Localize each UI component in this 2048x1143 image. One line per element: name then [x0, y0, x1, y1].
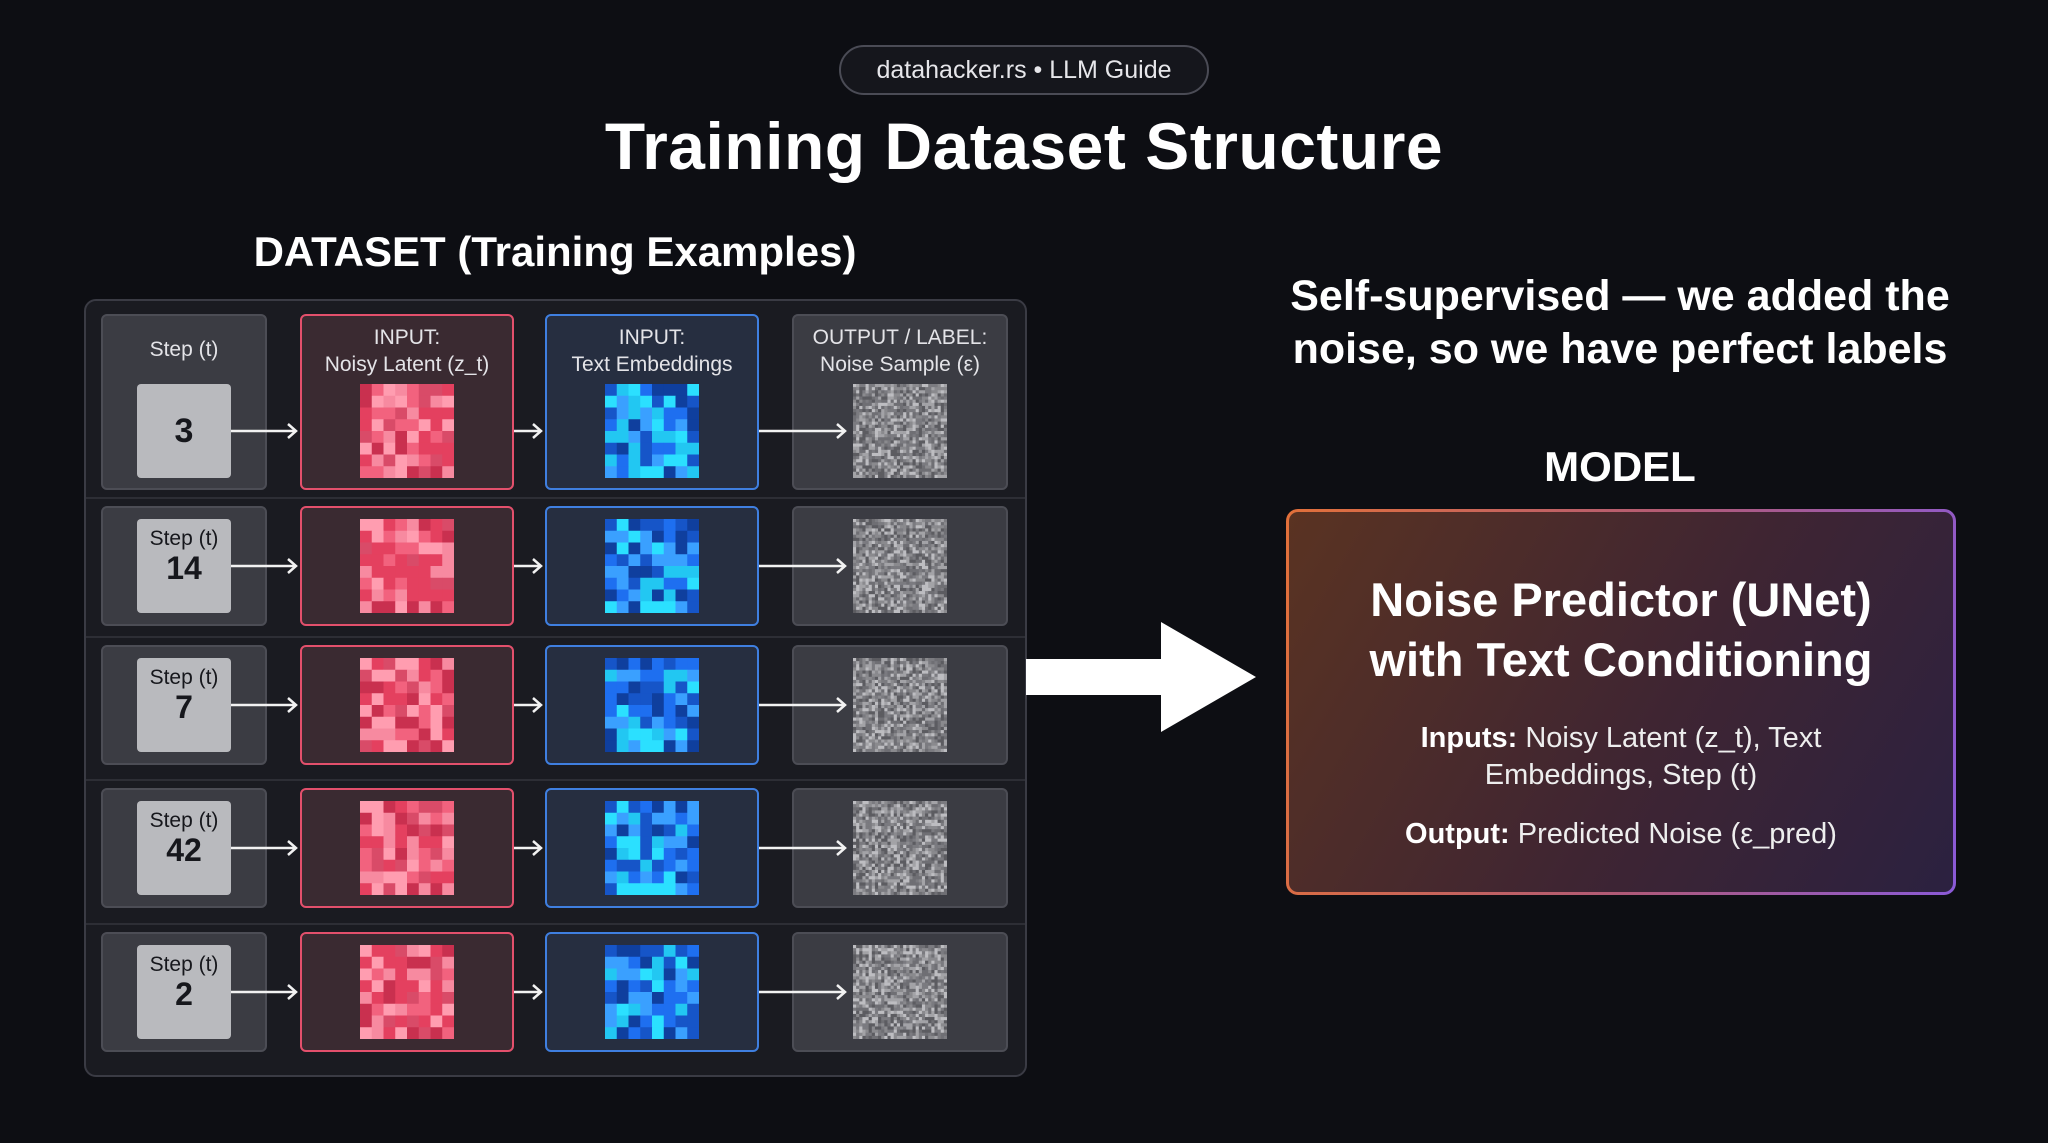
model-name-line1: Noise Predictor (UNet) — [1370, 573, 1872, 626]
noise-sample-image — [853, 945, 947, 1039]
flow-arrow-icon — [514, 423, 543, 439]
model-output-key: Output: — [1405, 818, 1510, 850]
step-label: Step (t) — [149, 527, 219, 550]
text-embedding-image — [605, 384, 699, 478]
dataset-title: DATASET (Training Examples) — [253, 228, 857, 275]
noise-sample-image — [853, 519, 947, 613]
flow-arrow-icon — [231, 558, 298, 574]
step-column-header: Step (t) — [149, 338, 219, 361]
model-title: MODEL — [1544, 443, 1696, 490]
noisy-latent-image — [360, 945, 454, 1039]
step-value-box: 3 — [137, 384, 231, 478]
row-divider — [86, 779, 1025, 781]
flow-arrow-icon — [231, 984, 298, 1000]
model-inputs-value: Noisy Latent (z_t), Text Embeddings, Ste… — [1484, 722, 1822, 791]
step-cell: Step (t) — [101, 314, 267, 490]
model-output-value: Predicted Noise (ε_pred) — [1509, 818, 1837, 850]
model-box: Noise Predictor (UNet) with Text Conditi… — [1286, 509, 1956, 895]
flow-arrow-icon — [514, 840, 543, 856]
text-embedding-image — [605, 519, 699, 613]
row-divider — [86, 636, 1025, 638]
noisy-latent-image — [360, 801, 454, 895]
page-title: Training Dataset Structure — [604, 109, 1444, 183]
latent-column-header: INPUT:Noisy Latent (z_t) — [324, 326, 490, 376]
model-name-line2: with Text Conditioning — [1369, 633, 1873, 686]
model-name: Noise Predictor (UNet) with Text Conditi… — [1289, 512, 1953, 690]
noise-sample-image — [853, 801, 947, 895]
self-supervised-note: Self-supervised — we added the noise, so… — [1290, 272, 1950, 373]
source-badge: datahacker.rs • LLM Guide — [839, 45, 1209, 95]
step-value-box: Step (t)2 — [137, 945, 231, 1039]
flow-arrow-icon — [759, 697, 847, 713]
noisy-latent-image — [360, 658, 454, 752]
text-embedding-image — [605, 658, 699, 752]
text-embedding-image — [605, 801, 699, 895]
model-output: Output: Predicted Noise (ε_pred) — [1289, 816, 1953, 853]
flow-arrow-icon — [231, 423, 298, 439]
step-label: Step (t) — [149, 953, 219, 976]
step-number: 14 — [166, 550, 202, 586]
flow-arrow-icon — [759, 984, 847, 1000]
noisy-latent-image — [360, 519, 454, 613]
step-value-box: Step (t)7 — [137, 658, 231, 752]
noise-column-header: OUTPUT / LABEL:Noise Sample (ε) — [812, 326, 988, 376]
step-label: Step (t) — [149, 666, 219, 689]
step-number: 3 — [174, 412, 194, 450]
model-inputs-key: Inputs: — [1420, 722, 1518, 754]
step-number: 7 — [175, 689, 193, 725]
noise-sample-image — [853, 658, 947, 752]
model-inputs: Inputs: Noisy Latent (z_t), Text Embeddi… — [1289, 720, 1953, 794]
step-number: 2 — [175, 976, 193, 1012]
text-embedding-image — [605, 945, 699, 1039]
model-box-inner: Noise Predictor (UNet) with Text Conditi… — [1289, 512, 1953, 892]
noisy-latent-image — [360, 384, 454, 478]
flow-arrow-icon — [514, 984, 543, 1000]
row-divider — [86, 923, 1025, 925]
flow-arrow-icon — [514, 558, 543, 574]
step-label: Step (t) — [149, 809, 219, 832]
flow-arrow-icon — [759, 558, 847, 574]
flow-arrow-icon — [514, 697, 543, 713]
step-number: 42 — [166, 832, 202, 868]
step-value-box: Step (t)14 — [137, 519, 231, 613]
row-divider — [86, 497, 1025, 499]
flow-arrow-icon — [759, 840, 847, 856]
flow-arrow-icon — [759, 423, 847, 439]
noise-sample-image — [853, 384, 947, 478]
embed-column-header: INPUT:Text Embeddings — [571, 326, 733, 376]
big-right-arrow-icon — [1026, 622, 1256, 732]
flow-arrow-icon — [231, 840, 298, 856]
step-value-box: Step (t)42 — [137, 801, 231, 895]
flow-arrow-icon — [231, 697, 298, 713]
